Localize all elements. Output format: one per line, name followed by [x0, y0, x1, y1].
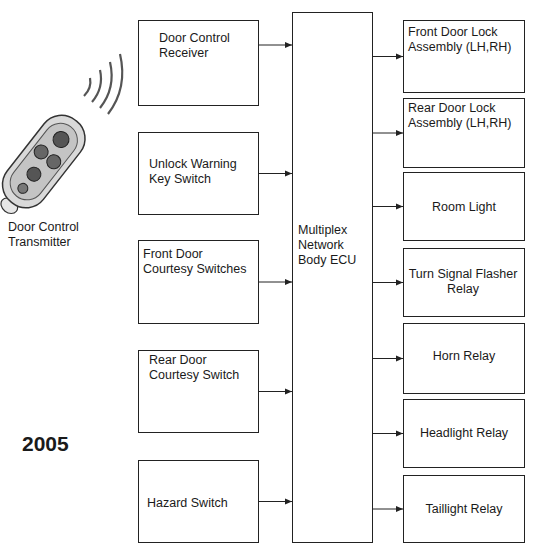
signal-arrow	[373, 133, 403, 134]
box-text: Horn Relay	[408, 349, 520, 364]
box-text: Multiplex Network Body ECU	[298, 223, 368, 268]
box-text: Door Control Receiver	[159, 31, 249, 61]
year-label: 2005	[22, 436, 102, 451]
switch-box: Unlock Warning Key Switch	[138, 132, 259, 215]
signal-arrow	[259, 501, 292, 502]
relay-box: Turn Signal Flasher Relay	[403, 248, 525, 317]
box-text: Turn Signal Flasher Relay	[408, 267, 518, 297]
output-box: Room Light	[403, 172, 525, 241]
box-text: Front Door Lock Assembly (LH,RH)	[408, 25, 523, 55]
signal-arrow	[259, 391, 292, 392]
device-label: Door Control Transmitter	[8, 220, 98, 250]
relay-box: Headlight Relay	[403, 399, 525, 468]
switch-box: Hazard Switch	[138, 460, 259, 543]
signal-arrow	[259, 45, 292, 46]
box-text: Room Light	[408, 200, 520, 215]
key-fob	[0, 106, 94, 225]
relay-box: Horn Relay	[403, 323, 525, 394]
switch-box: Rear Door Courtesy Switch	[138, 350, 259, 433]
box-text: Unlock Warning Key Switch	[149, 157, 249, 187]
signal-arrow	[259, 173, 292, 174]
box-text: Taillight Relay	[408, 502, 520, 517]
box-text: Rear Door Lock Assembly (LH,RH)	[408, 101, 523, 131]
signal-arrow	[373, 282, 403, 283]
receiver-box: Door Control Receiver	[138, 20, 259, 106]
signal-arrow	[373, 509, 403, 510]
box-text: Hazard Switch	[147, 496, 255, 511]
relay-box: Taillight Relay	[403, 475, 525, 543]
signal-arrow	[373, 358, 403, 359]
box-text: Rear Door Courtesy Switch	[149, 353, 249, 383]
signal-arrow	[373, 56, 403, 57]
signal-arrow	[373, 206, 403, 207]
box-text: Headlight Relay	[408, 426, 520, 441]
actuator-box: Rear Door Lock Assembly (LH,RH)	[403, 98, 525, 168]
signal-arrow	[373, 433, 403, 434]
switch-box: Front Door Courtesy Switches	[138, 240, 259, 324]
signal-arrow	[259, 282, 292, 283]
radio-waves	[84, 54, 122, 114]
actuator-box: Front Door Lock Assembly (LH,RH)	[403, 20, 525, 93]
box-text: Front Door Courtesy Switches	[143, 247, 255, 277]
ecu-box: Multiplex Network Body ECU	[292, 12, 373, 543]
